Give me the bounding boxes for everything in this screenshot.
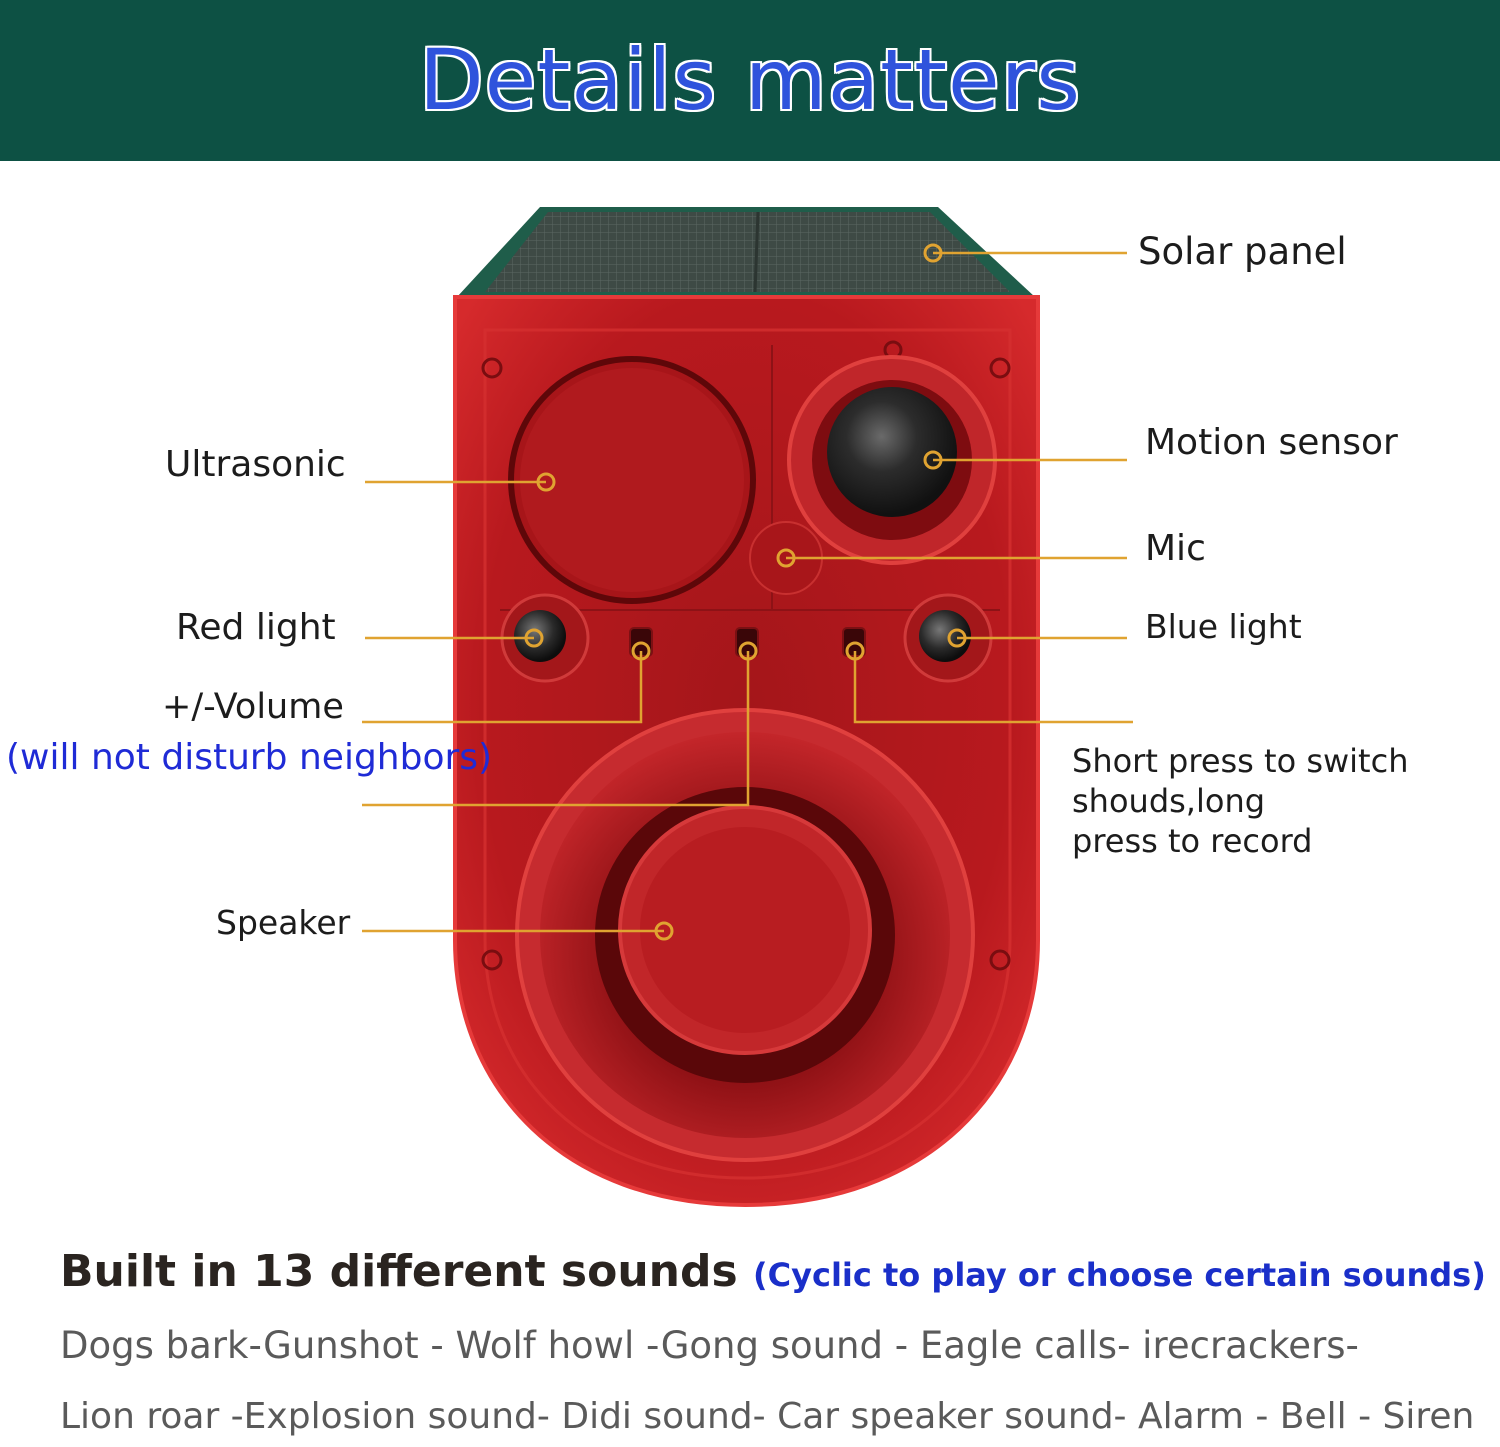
label-ultrasonic: Ultrasonic	[165, 444, 346, 485]
ultrasonic-emitter	[508, 356, 756, 604]
label-switch-line-1: Short press to switch	[1072, 742, 1409, 780]
label-volume-note: (will not disturb neighbors)	[6, 737, 493, 778]
label-speaker: Speaker	[216, 903, 351, 942]
label-switch-line-2: shouds,long	[1072, 782, 1266, 820]
label-mic: Mic	[1145, 528, 1206, 569]
label-motion-sensor: Motion sensor	[1145, 422, 1398, 463]
blue-light	[903, 593, 993, 683]
label-blue-light: Blue light	[1145, 607, 1302, 646]
screw-icon	[481, 340, 1011, 971]
leader-lines	[362, 251, 1133, 933]
label-switch-line-3: press to record	[1072, 822, 1313, 860]
sounds-heading: Built in 13 different sounds (Cyclic to …	[60, 1246, 1486, 1297]
label-red-light: Red light	[176, 607, 336, 648]
label-solar-panel: Solar panel	[1138, 230, 1347, 273]
sounds-heading-main: Built in 13 different sounds	[60, 1246, 738, 1297]
speaker	[515, 708, 975, 1162]
sounds-list-line-1: Dogs bark-Gunshot - Wolf howl -Gong soun…	[60, 1324, 1359, 1367]
motion-sensor	[787, 355, 997, 565]
solar-panel	[457, 207, 1035, 297]
header-banner: Details matters	[0, 0, 1500, 161]
label-volume: +/-Volume	[162, 687, 344, 727]
page-title: Details matters	[418, 31, 1082, 129]
sounds-heading-note: (Cyclic to play or choose certain sounds…	[753, 1256, 1486, 1294]
red-light	[500, 593, 590, 683]
sounds-list-line-2: Lion roar -Explosion sound- Didi sound- …	[60, 1396, 1475, 1437]
leader-dots	[524, 243, 967, 941]
